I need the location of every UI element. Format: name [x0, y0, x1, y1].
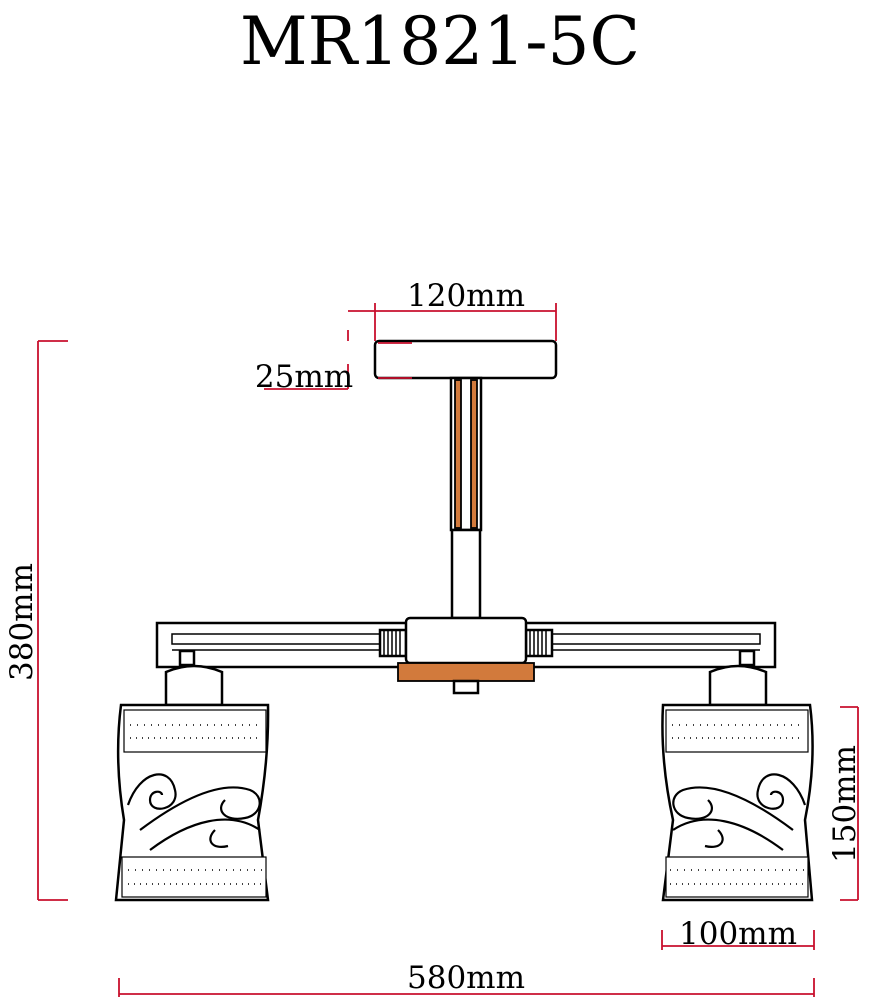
shade-width-label: 100mm	[679, 916, 797, 952]
total-height-label: 380mm	[4, 563, 40, 681]
left-spring	[378, 628, 408, 658]
canopy-height-dimension: 25mm	[255, 359, 353, 395]
canopy-height-label: 25mm	[255, 359, 353, 395]
canopy-width-dimension: 120mm	[347, 278, 557, 341]
model-title: MR1821-5C	[240, 3, 640, 80]
center-rod	[449, 376, 483, 620]
total-height-dimension: 380mm	[4, 340, 68, 901]
shade-height-dimension: 150mm	[827, 706, 863, 901]
shade-width-dimension: 100mm	[661, 916, 815, 952]
center-hub	[397, 616, 535, 695]
right-spring	[524, 628, 554, 658]
left-lamp	[114, 649, 270, 902]
shade-height-label: 150mm	[827, 745, 863, 863]
ceiling-canopy	[373, 339, 558, 380]
canopy-width-label: 120mm	[407, 278, 525, 314]
right-lamp	[661, 649, 814, 902]
total-width-label: 580mm	[407, 960, 525, 996]
total-width-dimension: 580mm	[118, 960, 815, 997]
